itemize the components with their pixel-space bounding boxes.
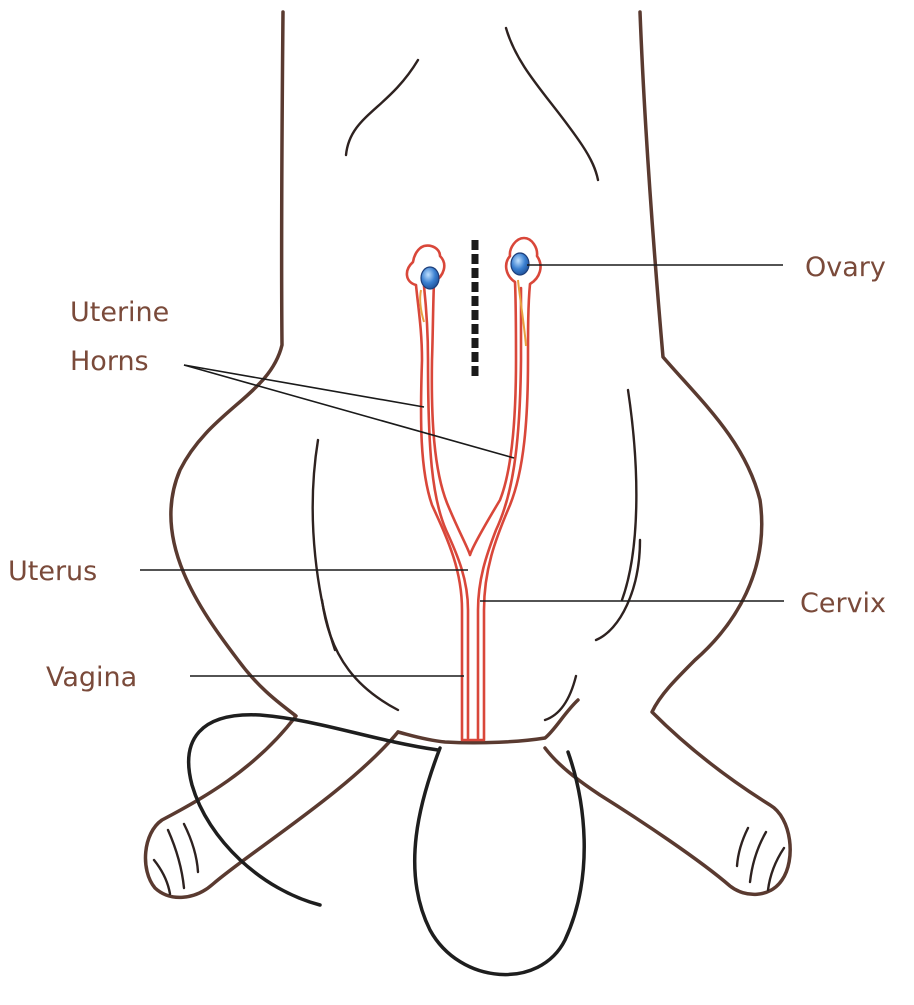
right-paw-toe-2 bbox=[768, 848, 784, 890]
uterus-label: Uterus bbox=[8, 556, 97, 587]
left-ovary bbox=[421, 267, 439, 289]
mouse-body-outline bbox=[145, 12, 790, 897]
left-body-contour bbox=[145, 12, 398, 897]
uterine-horns-leader-right bbox=[184, 365, 514, 458]
right-paw-toe-1 bbox=[750, 832, 766, 882]
cervix-label: Cervix bbox=[800, 588, 886, 619]
left-paw-toe-1 bbox=[168, 830, 184, 888]
tail-outline bbox=[415, 748, 585, 975]
uterine-horns-leader-left bbox=[184, 365, 424, 407]
left-flank-line bbox=[313, 440, 335, 650]
uterine-horns-label-line1: Uterine bbox=[70, 297, 169, 328]
left-thigh-line bbox=[322, 600, 398, 710]
ovary-label: Ovary bbox=[805, 252, 886, 283]
right-hip-crease bbox=[545, 676, 576, 720]
right-flank-line bbox=[622, 390, 636, 600]
left-paw-toe-2 bbox=[184, 824, 198, 872]
right-paw-toe-3 bbox=[737, 828, 748, 866]
uterine-horns-label-line2: Horns bbox=[70, 346, 149, 377]
right-ovary bbox=[511, 253, 529, 275]
left-shoulder-curve bbox=[346, 60, 418, 155]
pelvic-floor-contour bbox=[398, 700, 578, 743]
right-shoulder-curve bbox=[506, 28, 598, 180]
vagina-label: Vagina bbox=[46, 662, 137, 693]
